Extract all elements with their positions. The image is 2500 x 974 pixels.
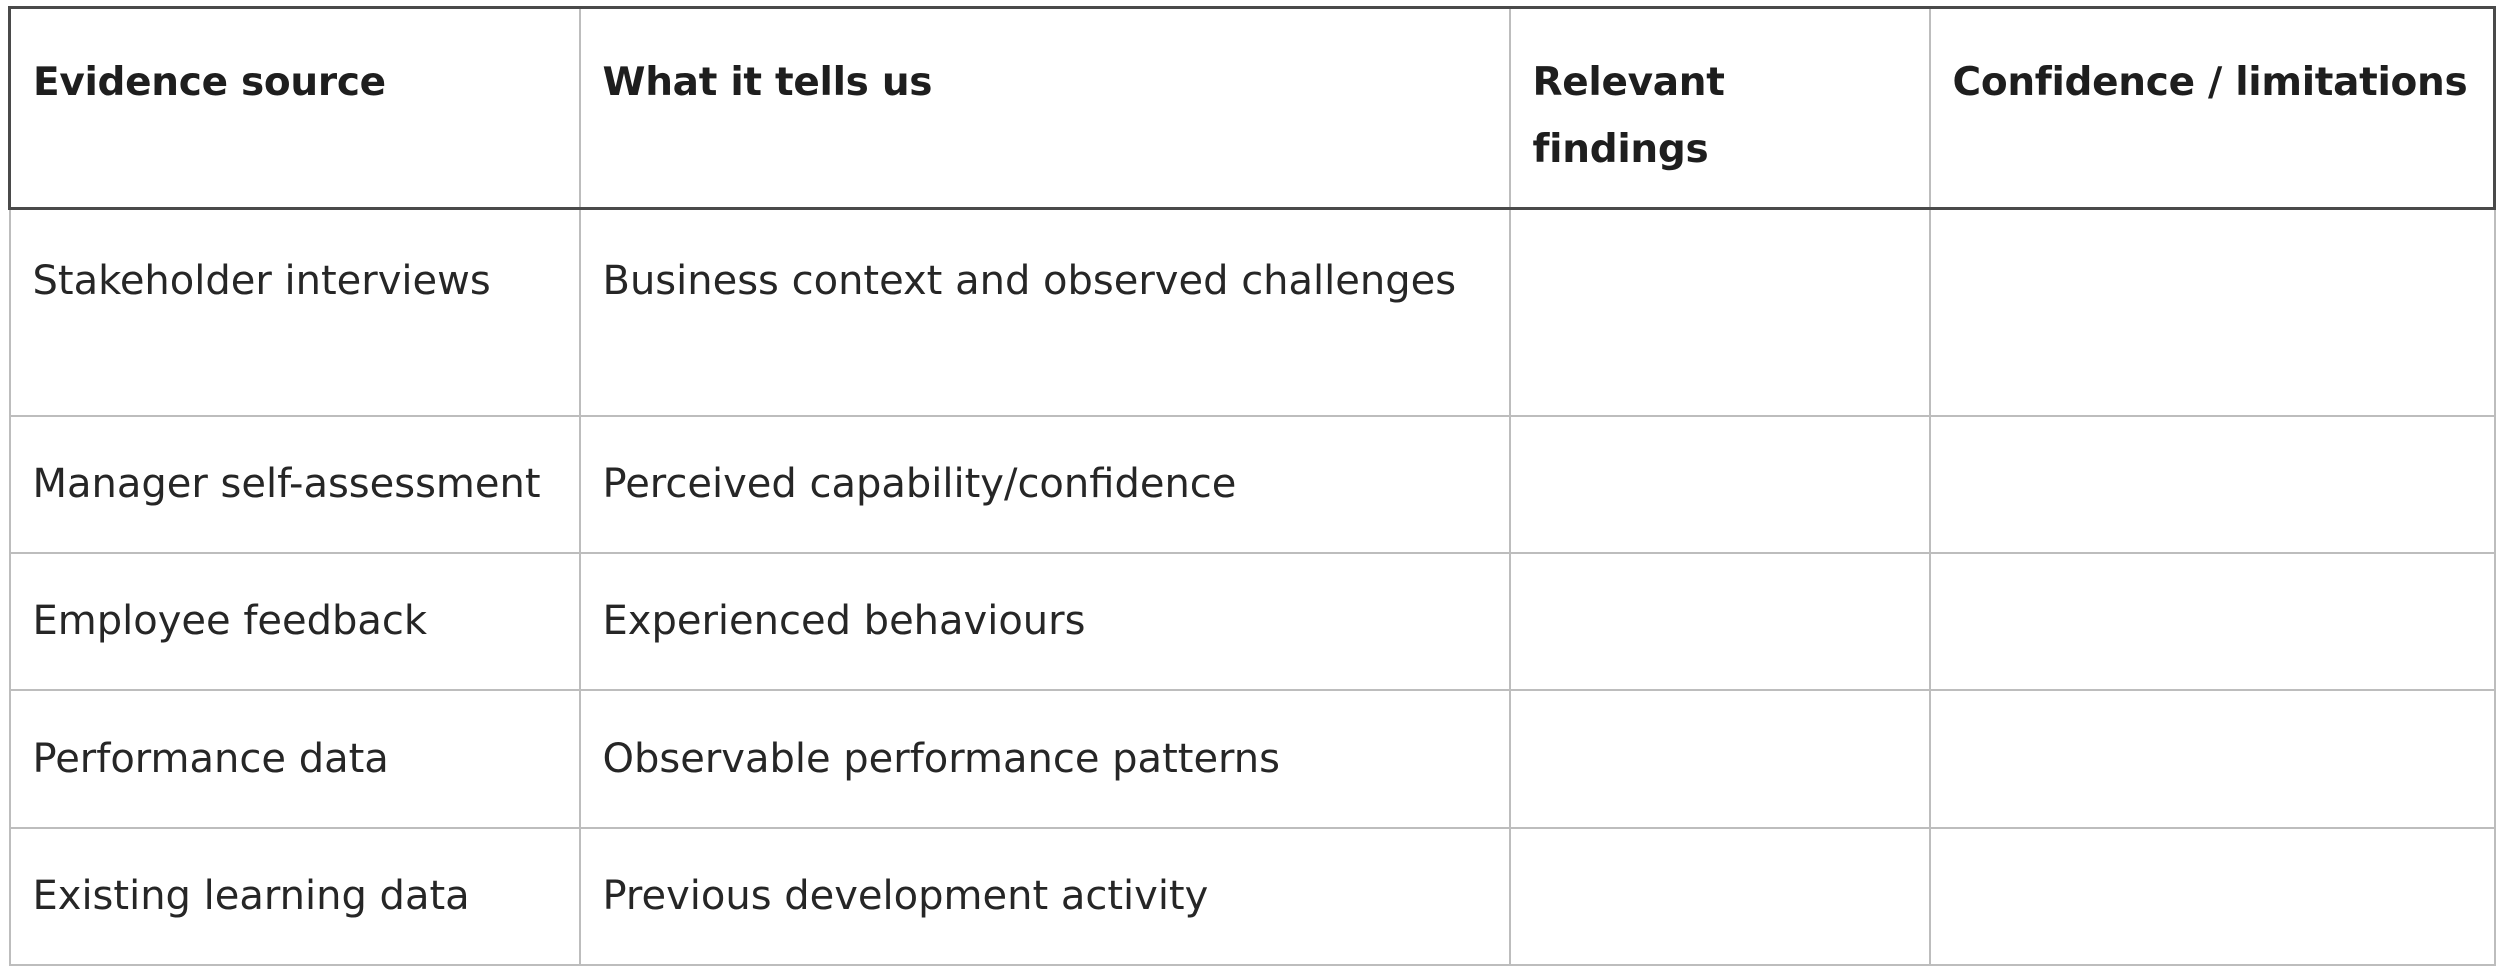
cell-relevant-findings[interactable] <box>1508 689 1931 829</box>
table-row: Employee feedback Experienced behaviours <box>8 552 2496 692</box>
cell-what-it-tells-us: Business context and observed challenges <box>578 207 1511 417</box>
cell-evidence-source: Manager self-assessment <box>8 414 581 555</box>
cell-confidence-limitations[interactable] <box>1928 414 2496 555</box>
cell-relevant-findings[interactable] <box>1508 552 1931 692</box>
table-row: Existing learning data Previous developm… <box>8 826 2496 967</box>
table-row: Manager self-assessment Perceived capabi… <box>8 414 2496 555</box>
cell-relevant-findings[interactable] <box>1508 414 1931 555</box>
cell-what-it-tells-us: Perceived capability/confidence <box>578 414 1511 555</box>
cell-evidence-source: Stakeholder interviews <box>8 207 581 417</box>
header-relevant-findings: Relevant findings <box>1508 6 1931 210</box>
cell-confidence-limitations[interactable] <box>1928 826 2496 967</box>
cell-evidence-source: Employee feedback <box>8 552 581 692</box>
cell-what-it-tells-us: Observable performance patterns <box>578 689 1511 829</box>
cell-evidence-source: Existing learning data <box>8 826 581 967</box>
evidence-table-container: Evidence source What it tells us Relevan… <box>8 6 2496 967</box>
evidence-table: Evidence source What it tells us Relevan… <box>8 6 2496 967</box>
cell-evidence-source: Performance data <box>8 689 581 829</box>
table-header-row: Evidence source What it tells us Relevan… <box>8 6 2496 210</box>
cell-relevant-findings[interactable] <box>1508 207 1931 417</box>
header-evidence-source: Evidence source <box>8 6 581 210</box>
cell-relevant-findings[interactable] <box>1508 826 1931 967</box>
cell-confidence-limitations[interactable] <box>1928 207 2496 417</box>
table-row: Stakeholder interviews Business context … <box>8 207 2496 417</box>
table-row: Performance data Observable performance … <box>8 689 2496 829</box>
cell-confidence-limitations[interactable] <box>1928 552 2496 692</box>
cell-what-it-tells-us: Previous development activity <box>578 826 1511 967</box>
cell-confidence-limitations[interactable] <box>1928 689 2496 829</box>
header-confidence-limitations: Confidence / limitations <box>1928 6 2496 210</box>
header-what-it-tells-us: What it tells us <box>578 6 1511 210</box>
cell-what-it-tells-us: Experienced behaviours <box>578 552 1511 692</box>
